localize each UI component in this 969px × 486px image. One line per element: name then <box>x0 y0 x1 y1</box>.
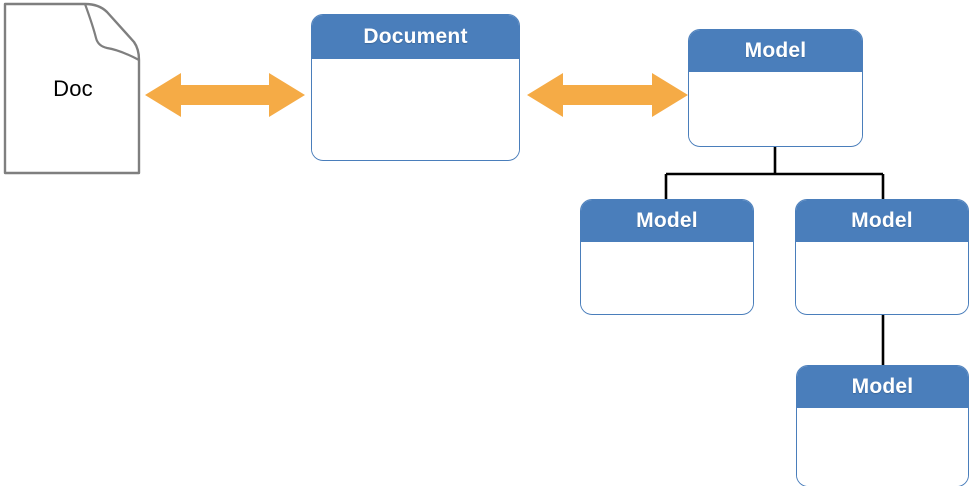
node-document-header: Document <box>312 15 519 59</box>
node-model-root-body <box>689 72 862 145</box>
node-model-root[interactable]: Model <box>688 29 863 147</box>
node-model-grandchild-header: Model <box>797 366 968 408</box>
node-model-child-left-header: Model <box>581 200 753 242</box>
node-model-grandchild[interactable]: Model <box>796 365 969 486</box>
doc-page-shape[interactable] <box>3 2 143 176</box>
node-model-child-right-body <box>796 242 968 313</box>
node-model-child-left[interactable]: Model <box>580 199 754 315</box>
doc-label: Doc <box>53 76 93 101</box>
node-model-child-right-header: Model <box>796 200 968 242</box>
node-model-root-header: Model <box>689 30 862 72</box>
node-model-grandchild-body <box>797 408 968 486</box>
double-arrow-icon-right <box>527 73 688 117</box>
node-document[interactable]: Document <box>311 14 520 161</box>
node-document-body <box>312 59 519 159</box>
double-arrow-icon-left <box>145 73 305 117</box>
node-model-child-left-body <box>581 242 753 313</box>
doc-fold-path <box>83 3 140 61</box>
node-model-child-right[interactable]: Model <box>795 199 969 315</box>
